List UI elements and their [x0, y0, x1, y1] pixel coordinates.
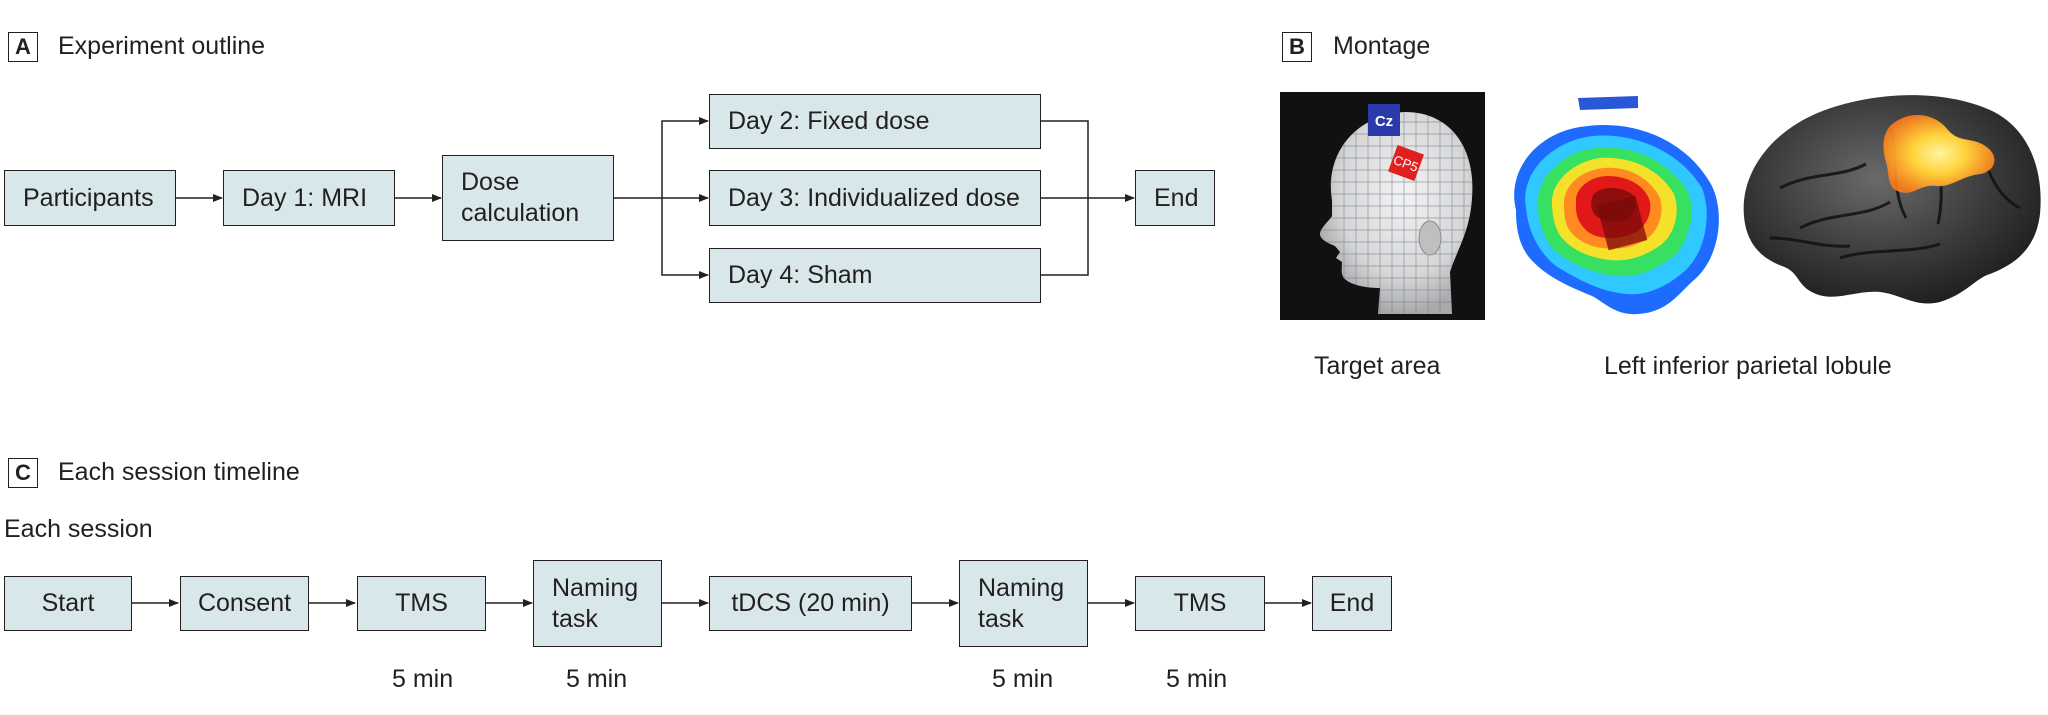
dose-label-line2: calculation — [461, 199, 580, 227]
step-naming-task-2: Naming task — [959, 560, 1088, 647]
panel-c-subtitle: Each session — [4, 515, 153, 543]
cz-label: Cz — [1375, 113, 1393, 130]
caption-left-inferior-parietal-lobule: Left inferior parietal lobule — [1604, 352, 1892, 380]
end-box-a: End — [1135, 170, 1215, 226]
day1-mri-box: Day 1: MRI — [223, 170, 395, 226]
step-tdcs-label: tDCS (20 min) — [731, 589, 890, 617]
cp5-electrode — [1388, 145, 1424, 181]
day3-label: Day 3: Individualized dose — [728, 183, 1020, 212]
target-region-brain-image — [1743, 95, 2041, 304]
duration-tms-1: 5 min — [392, 665, 454, 693]
head-shape — [1320, 112, 1473, 314]
step-tms-1: TMS — [357, 576, 486, 631]
day2-label: Day 2: Fixed dose — [728, 107, 930, 135]
head-electrode-image: Cz CP5 — [1280, 92, 1485, 320]
day4-label: Day 4: Sham — [728, 261, 873, 289]
step-consent-label: Consent — [197, 589, 292, 617]
day2-box: Day 2: Fixed dose — [709, 94, 1041, 149]
caption-target-area: Target area — [1314, 352, 1441, 380]
arrow-branch-day4 — [661, 198, 709, 279]
dose-label: Dose calculation — [461, 167, 579, 229]
step-end-label: End — [1329, 589, 1375, 617]
panel-c-letter: C — [8, 458, 38, 488]
day1-label: Day 1: MRI — [242, 183, 368, 212]
dose-label-line1: Dose — [461, 168, 520, 196]
step-tms-1-label: TMS — [395, 589, 448, 617]
dose-calculation-box: Dose calculation — [442, 155, 614, 241]
naming1-line2: task — [552, 604, 598, 633]
participants-label: Participants — [23, 183, 154, 212]
step-start: Start — [4, 576, 132, 631]
step-naming-task-2-label: Naming task — [978, 573, 1064, 635]
participants-box: Participants — [4, 170, 176, 226]
duration-naming-1: 5 min — [566, 665, 628, 693]
duration-naming-2: 5 min — [992, 665, 1054, 693]
step-consent: Consent — [180, 576, 309, 631]
activation-hotspot — [1883, 114, 1995, 193]
step-end: End — [1312, 576, 1392, 631]
naming2-line1: Naming — [978, 573, 1065, 602]
panel-c-title: Each session timeline — [58, 458, 300, 486]
arrow-branch-day2 — [661, 117, 709, 198]
naming1-line1: Naming — [552, 573, 639, 602]
day3-box: Day 3: Individualized dose — [709, 170, 1041, 226]
panel-a-title: Experiment outline — [58, 32, 266, 60]
step-start-label: Start — [41, 589, 95, 617]
cz-electrode — [1368, 104, 1400, 136]
naming2-line2: task — [978, 604, 1024, 633]
panel-b-letter: B — [1282, 32, 1312, 62]
duration-tms-2: 5 min — [1166, 665, 1228, 693]
end-label-a: End — [1154, 183, 1199, 212]
panel-a-letter: A — [8, 32, 38, 62]
ear-shape — [1418, 220, 1442, 256]
step-tms-2-label: TMS — [1173, 589, 1227, 617]
step-tms-2: TMS — [1135, 576, 1265, 631]
step-tdcs: tDCS (20 min) — [709, 576, 912, 631]
step-naming-task-1: Naming task — [533, 560, 662, 647]
step-naming-task-1-label: Naming task — [552, 573, 638, 635]
current-distribution-image — [1514, 96, 1719, 315]
panel-b-title: Montage — [1333, 32, 1431, 60]
day4-box: Day 4: Sham — [709, 248, 1041, 303]
